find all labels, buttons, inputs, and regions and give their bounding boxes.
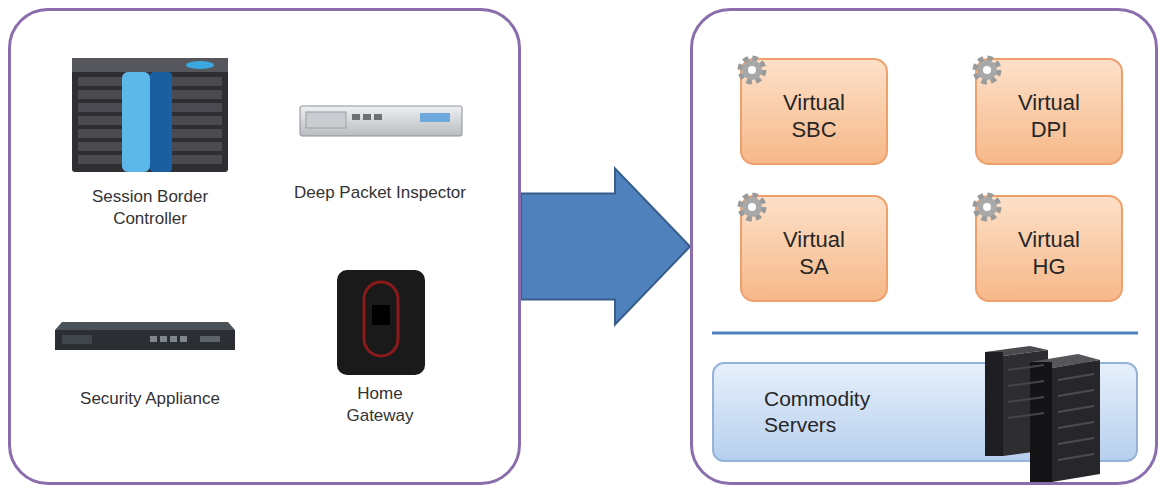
home-gateway-picture	[364, 282, 398, 356]
sbc-rack-picture	[150, 72, 172, 172]
gear-icon	[976, 59, 998, 81]
transition-arrow	[521, 169, 690, 325]
device-panel: Session Border Controller Deep Packet Ins…	[8, 8, 521, 485]
sbc-rack-picture	[186, 61, 214, 69]
sbc-rack-picture	[122, 72, 150, 172]
security-appliance-picture	[62, 335, 92, 344]
layer-divider	[712, 332, 1138, 335]
node-label: Virtual SA	[769, 217, 859, 280]
dpi-appliance-picture	[420, 113, 450, 122]
server-rack-picture	[985, 352, 1003, 456]
server-rack-picture	[1052, 360, 1100, 482]
dpi-appliance-picture	[300, 106, 462, 136]
device-caption: Home Gateway	[340, 383, 420, 427]
vnf-box: Virtual HG	[975, 195, 1123, 302]
node-label: Virtual DPI	[1004, 80, 1094, 143]
security-appliance-picture	[180, 336, 187, 342]
server-rack-picture	[1008, 413, 1044, 418]
security-appliance-picture	[55, 322, 235, 330]
dpi-appliance-picture	[363, 114, 371, 120]
security-appliance-picture	[55, 330, 235, 350]
sbc-rack-picture	[72, 58, 228, 172]
dpi-appliance-picture	[300, 106, 462, 136]
server-rack-picture	[985, 346, 1048, 356]
sbc-rack-picture	[72, 58, 228, 172]
server-rack-picture	[1030, 354, 1100, 368]
dpi-appliance-picture	[374, 114, 382, 120]
server-rack-picture	[1008, 365, 1044, 370]
device-caption: Security Appliance	[50, 388, 250, 410]
vnf-box: Virtual DPI	[975, 58, 1123, 165]
server-rack-picture	[1058, 374, 1094, 380]
node-label: Virtual HG	[1004, 217, 1094, 280]
security-appliance-picture	[150, 336, 157, 342]
server-rack-picture	[1003, 350, 1048, 456]
server-rack-picture	[1008, 381, 1044, 386]
dpi-appliance-picture	[352, 114, 360, 120]
server-pool-box: Commodity Servers	[712, 362, 1138, 462]
node-label: Virtual SBC	[769, 80, 859, 143]
security-appliance-picture	[160, 336, 167, 342]
vnf-box: Virtual SA	[740, 195, 888, 302]
server-rack-picture	[1058, 390, 1094, 396]
device-caption: Deep Packet Inspector	[270, 182, 490, 204]
node-label: Commodity Servers	[764, 386, 914, 439]
server-rack-picture	[985, 346, 1100, 482]
dpi-appliance-picture	[306, 112, 346, 128]
gear-icon	[741, 59, 763, 81]
device-caption: Session Border Controller	[80, 186, 220, 230]
home-gateway-picture	[372, 305, 390, 325]
sbc-rack-picture	[72, 58, 228, 72]
gear-icon	[976, 196, 998, 218]
virtual-panel: Virtual SBC Virtual DPI Virtual SA Virtual …	[690, 8, 1158, 485]
security-appliance-picture	[200, 336, 220, 342]
server-rack-picture	[1058, 454, 1094, 460]
security-appliance-picture	[55, 322, 235, 350]
device-label: Security Appliance	[50, 388, 250, 410]
device-label: Home Gateway	[340, 383, 420, 427]
security-appliance-picture	[170, 336, 177, 342]
vnf-box: Virtual SBC	[740, 58, 888, 165]
home-gateway-picture	[337, 270, 425, 375]
server-rack-picture	[1058, 406, 1094, 412]
server-rack-picture	[1058, 438, 1094, 444]
device-label: Session Border Controller	[80, 186, 220, 230]
server-rack-picture	[1058, 422, 1094, 428]
device-label: Deep Packet Inspector	[270, 182, 490, 204]
gear-icon	[741, 196, 763, 218]
home-gateway-picture	[337, 270, 425, 375]
server-rack-picture	[1030, 362, 1052, 482]
server-rack-picture	[1008, 397, 1044, 402]
